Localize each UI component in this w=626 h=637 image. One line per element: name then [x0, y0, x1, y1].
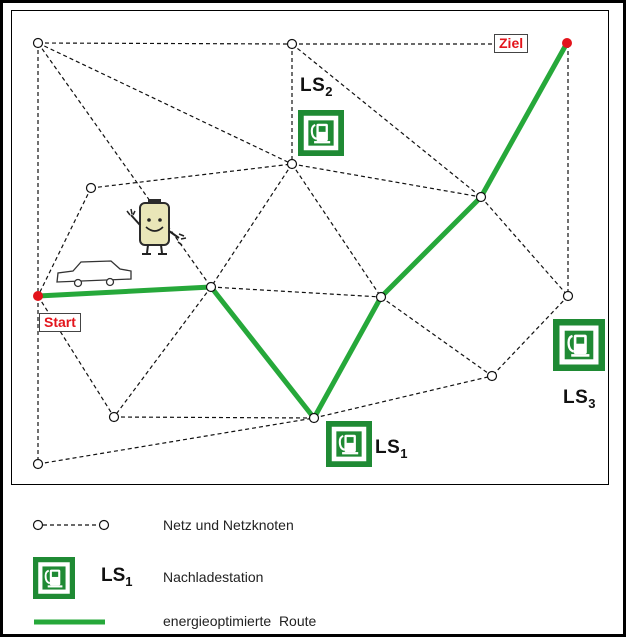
car-icon [56, 260, 132, 288]
legend-charging-station-icon [32, 556, 76, 600]
charging-station-icon-ls1 [324, 419, 374, 469]
legend-station-symbol: LS1 [101, 565, 133, 589]
legend-network-icon [32, 519, 110, 531]
start-node [33, 291, 43, 301]
legend-network-label: Netz und Netzknoten [163, 517, 294, 533]
station-label-ls1: LS1 [375, 437, 409, 461]
map-area [11, 10, 609, 485]
charging-station-icon-ls2 [296, 108, 346, 158]
optimized-route [35, 40, 570, 421]
goal-label: Ziel [494, 34, 529, 53]
network-graph [32, 37, 607, 625]
network-nodes [32, 37, 574, 470]
legend-station-label: Nachladestation [163, 569, 264, 585]
network-edges [37, 42, 569, 465]
legend-route-label: energieoptimierte Route [163, 613, 317, 629]
station-label-ls2: LS2 [300, 75, 334, 99]
goal-node [562, 38, 572, 48]
battery-mascot-icon [126, 199, 187, 255]
charging-station-icon-ls3 [551, 317, 607, 373]
start-label: Start [39, 313, 81, 332]
station-label-ls3: LS3 [563, 387, 597, 411]
